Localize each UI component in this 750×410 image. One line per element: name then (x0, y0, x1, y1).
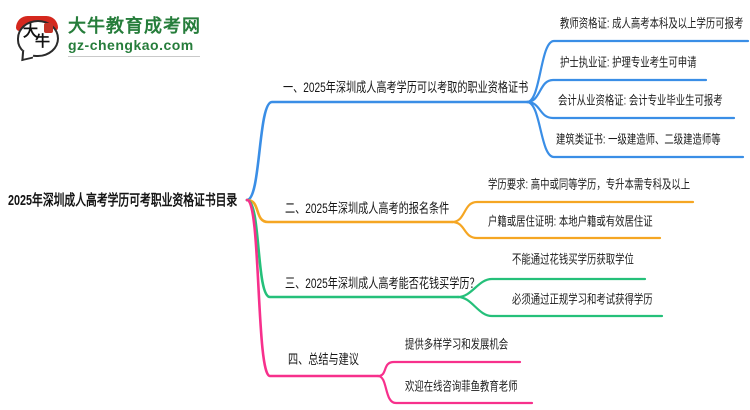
branch-1-leaf-4-connector (525, 100, 745, 159)
daniu-bubble-icon: 大 牛 (16, 16, 60, 62)
leaf-node-2-2[interactable]: 户籍或居住证明: 本地户籍或有效居住证 (488, 214, 653, 229)
logo-divider (68, 56, 200, 58)
branch-node-1[interactable]: 一、2025年深圳成人高考学历可以考取的职业资格证书 (283, 79, 529, 95)
branch-node-4[interactable]: 四、总结与建议 (288, 351, 359, 367)
site-url: gz-chengkao.com (68, 36, 194, 53)
branch-3-leaf-2-connector (456, 295, 664, 318)
branch-2-leaf-1-connector (450, 200, 695, 224)
site-logo[interactable]: 大 牛 大牛教育成考网 gz-chengkao.com (16, 16, 201, 62)
branch-1-leaf-1-connector (525, 39, 750, 104)
logo-red-seal-icon (44, 23, 53, 33)
leaf-node-3-2[interactable]: 必须通过正规学习和考试获得学历 (512, 292, 653, 307)
branch-4-connector (245, 198, 380, 378)
logo-char-niu: 牛 (35, 33, 51, 50)
branch-node-2[interactable]: 二、2025年深圳成人高考的报名条件 (285, 200, 450, 216)
leaf-node-2-1[interactable]: 学历要求: 高中或同等学历，专升本需专科及以上 (488, 177, 691, 192)
leaf-node-4-2[interactable]: 欢迎在线咨询菲鱼教育老师 (405, 379, 518, 394)
branch-4-leaf-1-connector (376, 360, 522, 378)
branch-1-leaf-2-connector (525, 78, 708, 104)
branch-2-leaf-2-connector (450, 220, 662, 240)
branch-node-3[interactable]: 三、2025年深圳成人高考能否花钱买学历？ (285, 275, 480, 291)
leaf-node-4-1[interactable]: 提供多样学习和发展机会 (405, 337, 509, 352)
leaf-node-1-2[interactable]: 护士执业证: 护理专业考生可申请 (560, 55, 697, 70)
branch-1-connector (245, 100, 529, 202)
leaf-node-1-3[interactable]: 会计从业资格证: 会计专业毕业生可报考 (558, 93, 723, 108)
leaf-node-3-1[interactable]: 不能通过花钱买学历获取学位 (512, 252, 634, 267)
leaf-node-1-4[interactable]: 建筑类证书: 一级建造师、二级建造师等 (556, 132, 721, 147)
logo-text-block: 大牛教育成考网 gz-chengkao.com (68, 16, 201, 58)
branch-3-leaf-1-connector (456, 277, 647, 299)
site-name: 大牛教育成考网 (68, 16, 201, 36)
root-node[interactable]: 2025年深圳成人高考学历可考职业资格证书目录 (8, 192, 238, 209)
logo-char-da: 大 (23, 23, 39, 40)
leaf-node-1-1[interactable]: 教师资格证: 成人高考本科及以上学历可报考 (560, 16, 744, 31)
branch-4-leaf-2-connector (376, 374, 534, 405)
